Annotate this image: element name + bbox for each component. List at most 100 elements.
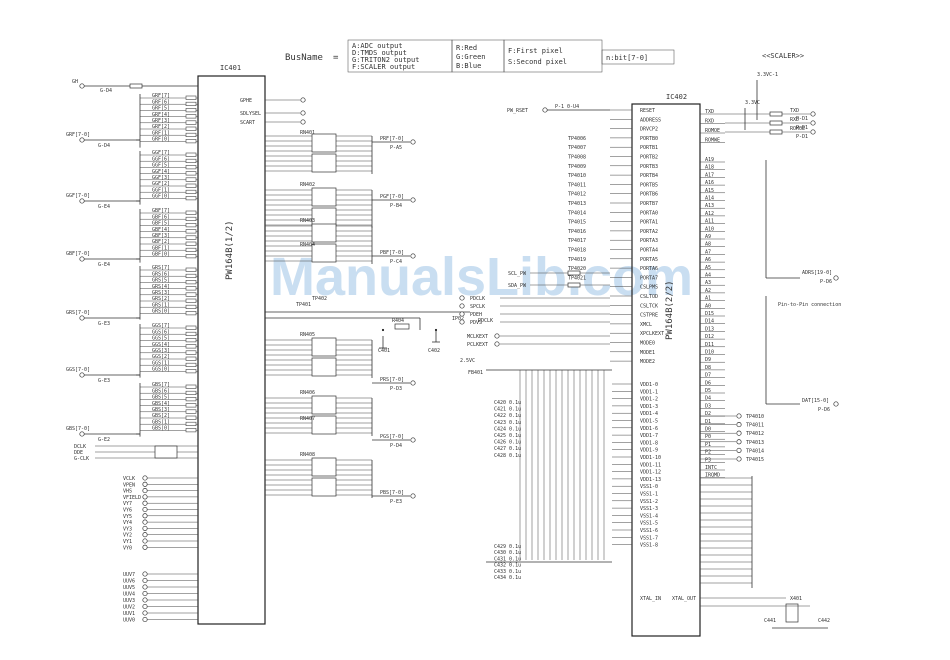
bus-pin-label: GRF[3]	[152, 118, 170, 124]
resnet-lower	[311, 243, 337, 263]
bus-pin-label: GBF[2]	[152, 239, 170, 245]
uart-tag: P-D1	[796, 125, 808, 131]
testpoint-tag: TP4012	[568, 192, 586, 198]
testpoint-tag: TP4015	[568, 220, 586, 226]
pll-label: PDVS	[470, 320, 482, 326]
uv-signal-label: UUV2	[123, 605, 135, 611]
ic402-right-pin: ROMWE	[705, 138, 720, 144]
misc-component-label: TP402	[312, 296, 327, 302]
ic402-right-pin: A9	[705, 234, 711, 240]
output-bus-terminal	[410, 380, 416, 386]
mid-signal-label: GPHE	[240, 98, 252, 104]
ic402-right-pin: A3	[705, 280, 711, 286]
mclk-label: PCLKEXT	[467, 342, 488, 348]
v-signal-label: VY7	[123, 501, 132, 507]
ic402-left-pin: PORTA1	[640, 220, 658, 226]
bus-pin-label: GRF[0]	[152, 137, 170, 143]
ic401-part: PW164B(1/2)	[225, 220, 235, 280]
legend-equals: =	[333, 53, 339, 63]
misc-component-label: TP401	[296, 302, 311, 308]
uart-label: RXD	[790, 117, 799, 123]
output-bus-sublabel: P-D4	[390, 443, 402, 449]
testpoint-tag: TP4009	[568, 164, 586, 170]
output-bus-terminal	[410, 253, 416, 259]
testpoint-tag: TP4013	[568, 201, 586, 207]
crystal-label: X401	[790, 596, 802, 602]
series-resistor	[769, 111, 783, 117]
decoupling-cap-label: C425 0.1u	[494, 433, 521, 439]
testpoint-terminal	[736, 439, 742, 445]
decoupling-cap-label: C424 0.1u	[494, 426, 521, 432]
v-signal-terminal	[142, 513, 148, 519]
ic402-right-pin: D2	[705, 411, 711, 417]
pin-number-box	[185, 304, 197, 310]
resnet-ref: RN404	[300, 242, 315, 248]
reset-label: PW_RSET	[507, 108, 528, 114]
series-resistor	[394, 323, 410, 330]
bus-pin-label: GGS[7]	[152, 323, 170, 329]
bus-pin-label: GRS[1]	[152, 302, 170, 308]
ic402-right-pin: A14	[705, 196, 714, 202]
pin-number-box	[185, 210, 197, 215]
mclk-terminal	[494, 341, 500, 347]
uart-tag: P-D1	[796, 116, 808, 122]
bus-pin-label: GBS[7]	[152, 382, 170, 388]
pin-number-box	[185, 229, 197, 234]
ic402-power-pin: VDD1-7	[640, 433, 658, 439]
ic402-right-pin: D11	[705, 342, 714, 348]
output-bus-label: PRS[7-0]	[380, 377, 404, 383]
output-bus-sublabel: P-E3	[390, 499, 402, 505]
legend-col1-0: A:ADC output	[352, 42, 403, 50]
serial-label: SDA_PW	[508, 283, 527, 289]
pin-number-box	[185, 196, 197, 201]
pin-number-box	[185, 216, 197, 221]
bus-pin-label: GGS[1]	[152, 360, 170, 366]
bus-pin-label: GGF[4]	[152, 169, 170, 175]
power-rail-label: 3.3VC-1	[757, 72, 778, 78]
ic402-power-pin: VDD1-6	[640, 426, 658, 432]
input-sublabel: G-E3	[98, 378, 110, 384]
testpoint-terminal	[736, 430, 742, 436]
pin-number-box	[185, 139, 197, 144]
ic402-power-pin: VDD1-9	[640, 448, 658, 454]
mid-output-layer: GPHESDLYSELSCARTPRF[7-0]P-A5PGF[7-0]P-B4…	[240, 97, 493, 505]
testpoint-tag: TP4020	[568, 266, 586, 272]
v-signal-terminal	[142, 475, 148, 481]
uv-signal-label: UUV7	[123, 572, 135, 578]
v-signal-label: VY5	[123, 514, 132, 520]
uv-signal-label: UUV0	[123, 618, 135, 624]
output-bus-label: PGF[7-0]	[380, 194, 404, 200]
pin-number-box	[185, 171, 197, 176]
output-bus-label: PBF[7-0]	[380, 250, 404, 256]
ic402-right-pin: A16	[705, 180, 714, 186]
ic402-right-pin: A17	[705, 172, 714, 178]
bus-pin-label: GBS[4]	[152, 401, 170, 407]
pin-number-box	[185, 362, 197, 368]
pin-number-box	[185, 403, 197, 408]
decoupling-cap-label: C426 0.1u	[494, 440, 521, 446]
bus-pin-label: GRS[5]	[152, 278, 170, 284]
v-signal-label: VY4	[123, 520, 132, 526]
ic402-power-pin: VDD1-11	[640, 462, 661, 468]
pin-number-box	[185, 390, 197, 396]
ic402-left-pin: PORTB2	[640, 155, 658, 161]
series-resistor	[567, 282, 581, 288]
ic402-right-pin: D4	[705, 396, 711, 402]
ic402-right-pin: A12	[705, 211, 714, 217]
ic402-right-pin: D5	[705, 388, 711, 394]
testpoint-tag: TP4010	[568, 173, 586, 179]
resnet-lower	[311, 207, 337, 227]
v-signal-label: VCLK	[123, 476, 135, 482]
ic402-right-pin: P1	[705, 442, 711, 448]
mid-signal-terminal	[300, 97, 306, 103]
testpoint-tag: TP4019	[568, 257, 586, 263]
left-bus-layer: GHG-D4GRF[7-0]G-D4GRF[7]GRF[6]GRF[5]GRF[…	[66, 79, 198, 624]
ic402-left-pin: DRVCP2	[640, 127, 658, 133]
ic402-right-pin: IRQMD	[705, 473, 720, 479]
ic402-power-pin: VDD1-1	[640, 389, 658, 395]
pin-number-box	[185, 223, 197, 228]
input-sublabel: G-D4	[98, 143, 110, 149]
bus-pin-label: GBF[7]	[152, 208, 170, 214]
uart-label: ROMOE	[790, 126, 805, 132]
misc-component-label: R404	[392, 318, 404, 324]
